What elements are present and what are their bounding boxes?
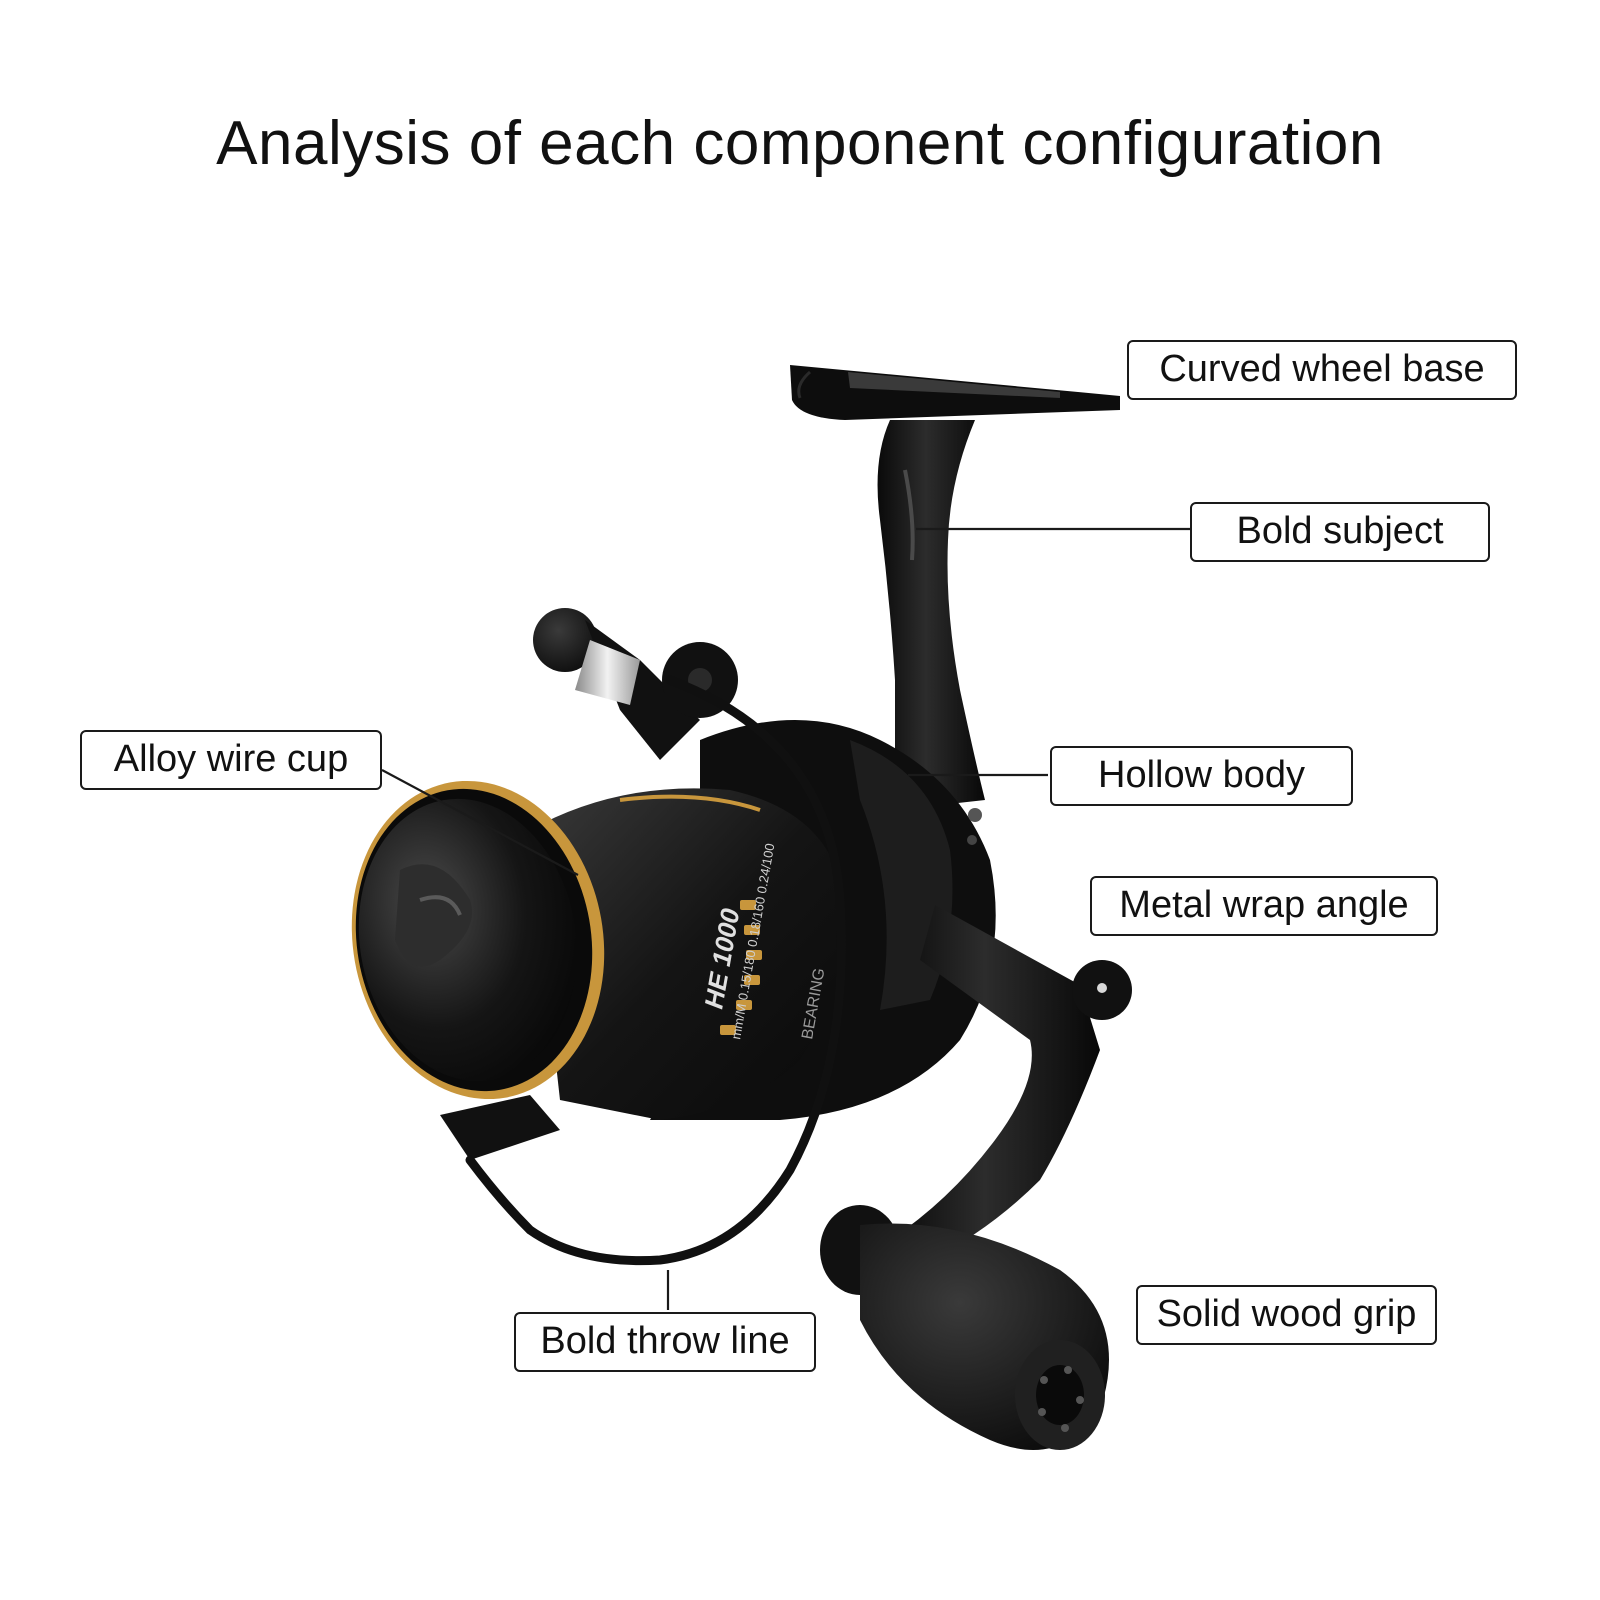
callout-bold-subject: Bold subject bbox=[1190, 502, 1490, 562]
bail-wire-part bbox=[465, 675, 846, 1266]
callout-hollow-body: Hollow body bbox=[1050, 746, 1353, 806]
reel-stem-part bbox=[877, 420, 985, 810]
callout-metal-wrap-angle: Metal wrap angle bbox=[1090, 876, 1438, 936]
callout-curved-wheel-base: Curved wheel base bbox=[1127, 340, 1517, 400]
leader-line-alloy-wire-cup bbox=[381, 769, 579, 876]
callout-alloy-wire-cup: Alloy wire cup bbox=[80, 730, 382, 790]
handle-knob-part bbox=[820, 1205, 1109, 1450]
leader-lines bbox=[381, 527, 1190, 1310]
spool-part: HE 1000 mm/M 0.15/180 0.18/160 0.24/100 … bbox=[351, 780, 844, 1120]
callout-solid-wood-grip: Solid wood grip bbox=[1136, 1285, 1437, 1345]
callout-bold-throw-line: Bold throw line bbox=[514, 1312, 816, 1372]
page-title: Analysis of each component configuration bbox=[216, 109, 1384, 178]
crank-arm-part bbox=[890, 905, 1132, 1260]
curved-wheel-base-part bbox=[790, 365, 1120, 420]
